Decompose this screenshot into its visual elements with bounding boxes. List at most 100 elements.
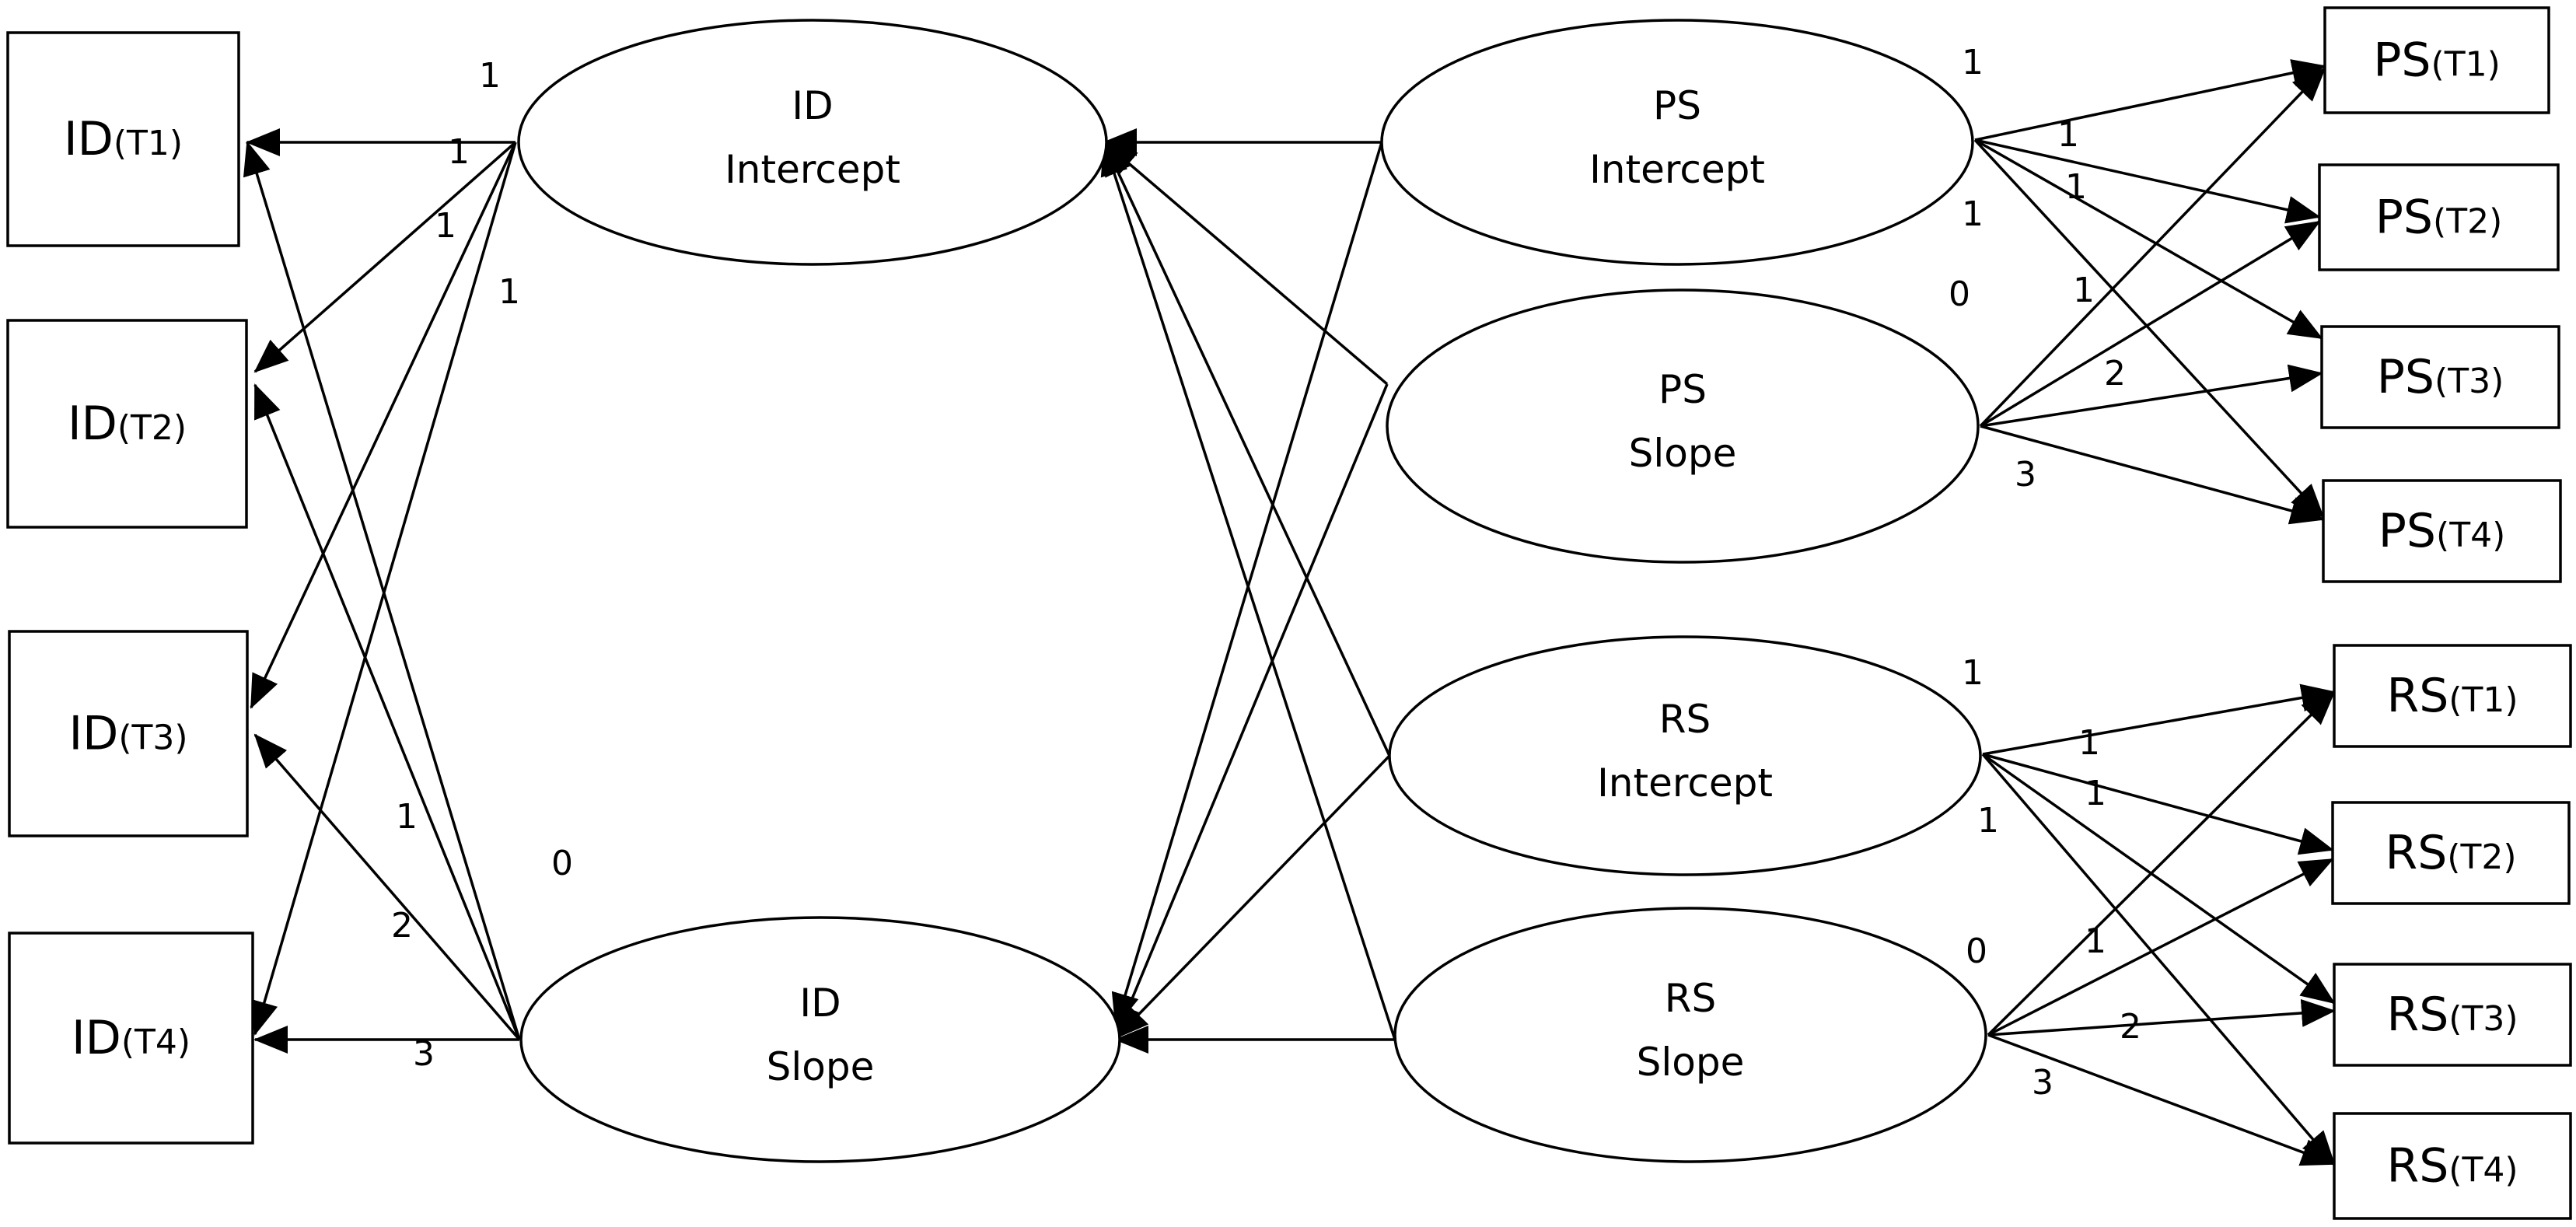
edge-weight-label: 3 bbox=[413, 1034, 435, 1074]
latent-construct-label: PS bbox=[1653, 83, 1701, 128]
edge-weight-label: 3 bbox=[2015, 455, 2036, 495]
indicator-label: PS(T1) bbox=[2373, 33, 2500, 88]
latent-ps-intercept: PS Intercept bbox=[1380, 19, 1974, 266]
indicator-label: ID(T4) bbox=[72, 1011, 190, 1065]
arrow-id-intercept-to-id-t2 bbox=[253, 141, 517, 373]
latent-factor-label: Slope bbox=[1637, 1040, 1745, 1085]
indicator-box bbox=[6, 319, 248, 529]
arrow-ps-slope-to-ps-t1 bbox=[1979, 67, 2326, 428]
arrow-ps-intercept-to-ps-t4 bbox=[1973, 138, 2325, 519]
arrow-rs-slope-to-rs-t2 bbox=[1987, 858, 2334, 1036]
indicator-box bbox=[2323, 6, 2550, 114]
latent-construct-label: ID bbox=[799, 981, 841, 1026]
latent-factor-label: Intercept bbox=[1589, 147, 1765, 192]
arrow-ps-slope-to-id-intercept bbox=[1103, 141, 1389, 386]
indicator-label: ID(T1) bbox=[64, 112, 183, 166]
indicator-label: PS(T3) bbox=[2377, 350, 2504, 404]
indicator-rs-t2: RS(T2) bbox=[2331, 801, 2571, 905]
latent-ps-slope: PS Slope bbox=[1386, 288, 1980, 564]
edge-weight-label: 3 bbox=[2032, 1063, 2053, 1103]
indicator-box bbox=[2333, 963, 2572, 1067]
arrow-id-slope-to-id-t2 bbox=[253, 383, 521, 1040]
indicator-box bbox=[8, 932, 254, 1145]
latent-ellipse bbox=[517, 19, 1108, 266]
edge-weight-label: 2 bbox=[391, 906, 413, 946]
latent-factor-label: Slope bbox=[767, 1044, 875, 1089]
latent-rs-intercept: RS Intercept bbox=[1388, 635, 1982, 876]
latent-ellipse bbox=[1386, 288, 1980, 564]
edge-weight-label: 1 bbox=[498, 272, 520, 312]
latent-construct-label: RS bbox=[1659, 697, 1711, 742]
edge-weight-label: 1 bbox=[435, 206, 456, 246]
indicator-label: PS(T4) bbox=[2379, 504, 2505, 558]
latent-rs-slope: RS Slope bbox=[1393, 907, 1987, 1163]
indicator-id-t4: ID(T4) bbox=[8, 932, 254, 1145]
edge-weight-label: 1 bbox=[1962, 43, 1984, 82]
latent-construct-label: RS bbox=[1665, 976, 1716, 1021]
latent-id-slope: ID Slope bbox=[519, 916, 1121, 1163]
latent-factor-label: Intercept bbox=[1597, 760, 1773, 806]
indicator-ps-t3: PS(T3) bbox=[2320, 325, 2560, 429]
arrow-rs-slope-to-rs-t3 bbox=[1987, 998, 2336, 1036]
edge-weight-label: 1 bbox=[448, 132, 470, 172]
edge-weight-label: 0 bbox=[1966, 932, 1987, 971]
arrow-ps-slope-to-ps-t2 bbox=[1980, 220, 2321, 428]
latent-ellipse bbox=[1393, 907, 1987, 1163]
indicator-box bbox=[2322, 479, 2562, 583]
arrow-ps-intercept-to-ps-t1 bbox=[1974, 59, 2326, 142]
latent-construct-label: PS bbox=[1658, 367, 1707, 412]
edge-weight-label: 2 bbox=[2120, 1007, 2141, 1047]
arrow-rs-intercept-to-rs-t3 bbox=[1981, 753, 2336, 1005]
edge-weight-label: 0 bbox=[551, 844, 573, 883]
arrow-id-intercept-to-id-t4 bbox=[250, 142, 517, 1036]
arrow-id-slope-to-id-t1 bbox=[243, 141, 521, 1040]
latent-factor-label: Intercept bbox=[725, 147, 900, 192]
arrow-rs-intercept-to-rs-t1 bbox=[1982, 683, 2336, 756]
arrow-ps-slope-to-ps-t4 bbox=[1980, 425, 2325, 525]
indicator-box bbox=[2331, 801, 2571, 905]
latent-factor-label: Slope bbox=[1629, 431, 1737, 476]
indicator-ps-t4: PS(T4) bbox=[2322, 479, 2562, 583]
indicator-rs-t3: RS(T3) bbox=[2333, 963, 2572, 1067]
indicator-id-t2: ID(T2) bbox=[6, 319, 248, 529]
edge-weight-label: 1 bbox=[479, 56, 501, 96]
indicator-label: RS(T1) bbox=[2387, 669, 2518, 723]
indicator-box bbox=[8, 630, 249, 837]
arrow-rs-intercept-to-id-slope bbox=[1114, 754, 1391, 1040]
latent-ellipse bbox=[1380, 19, 1974, 266]
arrow-ps-intercept-to-ps-t3 bbox=[1974, 138, 2323, 340]
indicator-label: PS(T2) bbox=[2375, 191, 2502, 245]
edge-weight-label: 1 bbox=[396, 797, 418, 837]
edges bbox=[243, 59, 2336, 1166]
arrow-rs-intercept-to-id-intercept bbox=[1103, 141, 1391, 757]
arrow-ps-slope-to-id-slope bbox=[1114, 383, 1389, 1040]
arrow-id-slope-to-id-t3 bbox=[253, 733, 521, 1041]
arrow-ps-intercept-to-ps-t2 bbox=[1974, 138, 2321, 224]
arrow-rs-intercept-to-rs-t4 bbox=[1981, 753, 2336, 1166]
indicator-label: ID(T2) bbox=[68, 397, 187, 451]
indicator-id-t3: ID(T3) bbox=[8, 630, 249, 837]
edge-weight-label: 1 bbox=[2078, 723, 2100, 763]
edge-weight-label: 1 bbox=[1962, 653, 1984, 693]
edge-weight-label: 1 bbox=[2073, 271, 2095, 310]
arrow-rs-slope-to-rs-t4 bbox=[1987, 1033, 2336, 1166]
arrow-ps-slope-to-ps-t3 bbox=[1980, 364, 2323, 428]
edge-weight-label: 1 bbox=[1962, 194, 1984, 234]
indicator-box bbox=[2318, 163, 2560, 271]
edge-weight-label: 1 bbox=[2057, 115, 2079, 155]
edge-weight-label: 1 bbox=[2085, 921, 2106, 961]
latent-ellipse bbox=[519, 916, 1121, 1163]
edge-weight-label: 1 bbox=[2085, 774, 2106, 813]
edge-weight-label: 1 bbox=[1977, 801, 1999, 841]
indicator-box bbox=[6, 31, 240, 247]
indicator-id-t1: ID(T1) bbox=[6, 31, 240, 247]
latent-id-intercept: ID Intercept bbox=[517, 19, 1108, 266]
arrow-rs-slope-to-rs-t1 bbox=[1987, 690, 2336, 1036]
arrow-id-intercept-to-id-t3 bbox=[250, 142, 517, 709]
indicator-box bbox=[2320, 325, 2560, 429]
latent-construct-label: ID bbox=[792, 83, 833, 128]
arrow-rs-intercept-to-rs-t2 bbox=[1982, 753, 2334, 855]
latent-ellipse bbox=[1388, 635, 1982, 876]
